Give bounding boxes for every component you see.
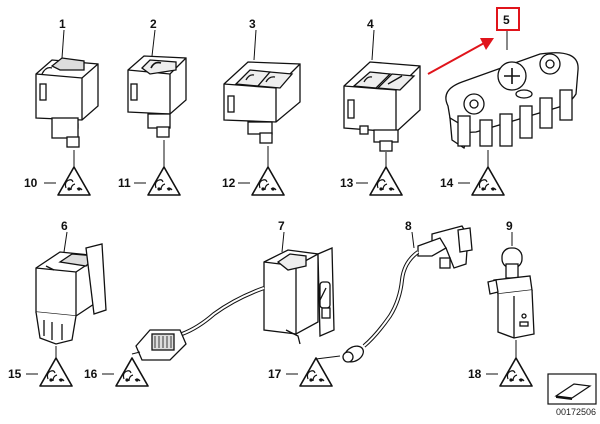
- reference-number: 00172506: [555, 407, 596, 417]
- part-7-number: 7: [278, 219, 285, 233]
- part-5-number: 5: [503, 13, 510, 27]
- connector-13-warning-icon: [369, 166, 403, 196]
- connector-13-number: 13: [340, 176, 354, 190]
- highlight-arrow-head: [480, 38, 494, 50]
- part-9-switch: [487, 247, 535, 339]
- connector-16-group: 16: [84, 351, 149, 387]
- reference-logo: [547, 373, 597, 405]
- part-3-number: 3: [249, 17, 256, 31]
- connector-14-warning-icon: [471, 166, 505, 196]
- connector-12-warning-icon: [251, 166, 285, 196]
- part-8-cable-inner: [363, 251, 419, 347]
- connector-18-warning-icon: [499, 357, 533, 387]
- part-6-connector: [35, 243, 107, 345]
- connector-18-number: 18: [468, 367, 482, 381]
- connector-14-group: 14: [440, 150, 505, 196]
- part-4-number: 4: [367, 17, 374, 31]
- part-9-number: 9: [506, 219, 513, 233]
- highlight-arrow-shaft: [427, 41, 487, 75]
- part-8-leader: [411, 231, 415, 249]
- part-6-leader: [63, 231, 68, 253]
- connector-16-warning-icon: [115, 357, 149, 387]
- connector-17-group: 17: [268, 355, 341, 387]
- connector-11-group: 11: [118, 140, 181, 196]
- part-1-switch: [35, 29, 99, 148]
- part-4-switch: [343, 29, 421, 152]
- connector-15-number: 15: [8, 367, 22, 381]
- connector-12-number: 12: [222, 176, 236, 190]
- connector-10-warning-icon: [57, 166, 91, 196]
- part-8-sensor: [417, 225, 473, 269]
- part-8-cable-outer: [362, 250, 420, 348]
- connector-13-group: 13: [340, 152, 403, 196]
- connector-14-number: 14: [440, 176, 454, 190]
- part-2-number: 2: [150, 17, 157, 31]
- part-6-number: 6: [61, 219, 68, 233]
- part-7-cable-inner: [181, 287, 265, 335]
- part-2-switch: [127, 29, 187, 138]
- connector-17-number: 17: [268, 367, 282, 381]
- connector-18-group: 18: [468, 340, 533, 387]
- part-3-switch: [223, 29, 301, 144]
- connector-15-group: 15: [8, 346, 73, 387]
- connector-11-number: 11: [118, 176, 131, 190]
- part-1-number: 1: [59, 17, 66, 31]
- part-7-sensor: [263, 247, 335, 345]
- connector-12-group: 12: [222, 146, 285, 196]
- part-8-plug: [342, 345, 364, 363]
- connector-10-group: 10: [24, 150, 91, 196]
- connector-11-warning-icon: [147, 166, 181, 196]
- connector-15-warning-icon: [39, 357, 73, 387]
- connector-16-number: 16: [84, 367, 98, 381]
- part-8-number: 8: [405, 219, 412, 233]
- connector-17-warning-icon: [299, 357, 333, 387]
- part-7-plug: [135, 329, 187, 361]
- part-7-leader: [281, 231, 285, 253]
- part-5-switch: [445, 52, 579, 150]
- part-5-highlight-box: [496, 7, 520, 31]
- connector-10-number: 10: [24, 176, 38, 190]
